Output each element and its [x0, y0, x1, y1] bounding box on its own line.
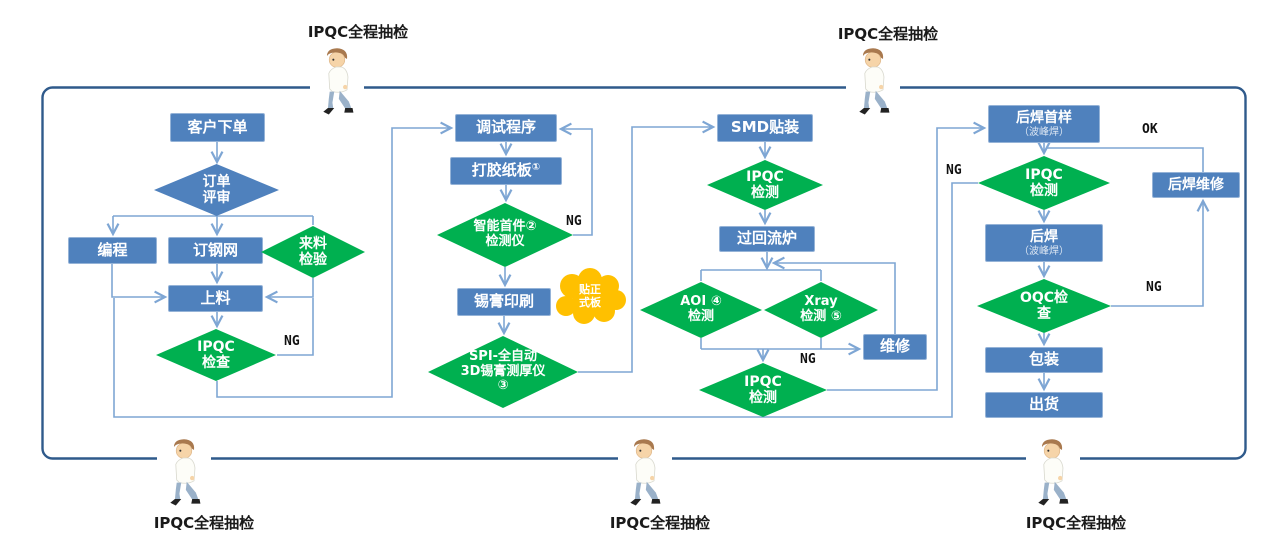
node-repair: 维修 [863, 334, 927, 360]
node-shipping: 出货 [985, 392, 1103, 418]
cloud-callout-attach-board: 贴正式板 [550, 268, 630, 324]
node-customer-order: 客户下单 [170, 113, 265, 142]
inspector-walking-icon [169, 438, 201, 506]
inspector-label-bottom-right: IPQC全程抽检 [1025, 514, 1127, 532]
node-solder-paste-printing: 锡膏印刷 [457, 288, 551, 316]
node-programming: 编程 [68, 237, 157, 264]
edge-label-ng-oqc: NG [1146, 280, 1162, 295]
node-debug-program: 调试程序 [455, 114, 557, 142]
edge-label-ng-to-repair: NG [800, 352, 816, 367]
node-packaging: 包装 [985, 347, 1103, 373]
inspector-label-top-right: IPQC全程抽检 [837, 25, 939, 43]
decision-oqc-check: OQC检查 [977, 279, 1111, 333]
edge-label-ng-first-article: NG [566, 214, 582, 229]
decision-order-review: 订单评审 [154, 164, 279, 216]
decision-incoming-inspection: 来料检验 [261, 226, 365, 278]
inspector-walking-icon [629, 438, 661, 506]
node-post-solder-sample: 后焊首样（波峰焊） [988, 105, 1100, 143]
edge-label-ng-post-sample: NG [946, 163, 962, 178]
edge-label-ng-loading: NG [284, 334, 300, 349]
inspector-label-bottom-left: IPQC全程抽检 [153, 514, 255, 532]
cloud-icon [556, 268, 626, 324]
node-post-solder: 后焊（波峰焊） [985, 224, 1103, 262]
node-reflow-oven: 过回流炉 [719, 226, 815, 252]
inspector-label-top-left: IPQC全程抽检 [307, 23, 409, 41]
node-stencil-order: 订钢网 [168, 237, 263, 264]
node-post-solder-repair: 后焊维修 [1152, 172, 1240, 198]
node-smd-mounting: SMD贴装 [717, 114, 813, 142]
node-loading: 上料 [168, 285, 263, 312]
inspector-label-bottom-middle: IPQC全程抽检 [609, 514, 711, 532]
inspector-walking-icon [1037, 438, 1069, 506]
edge-label-ok-repair-done: OK [1142, 122, 1158, 137]
